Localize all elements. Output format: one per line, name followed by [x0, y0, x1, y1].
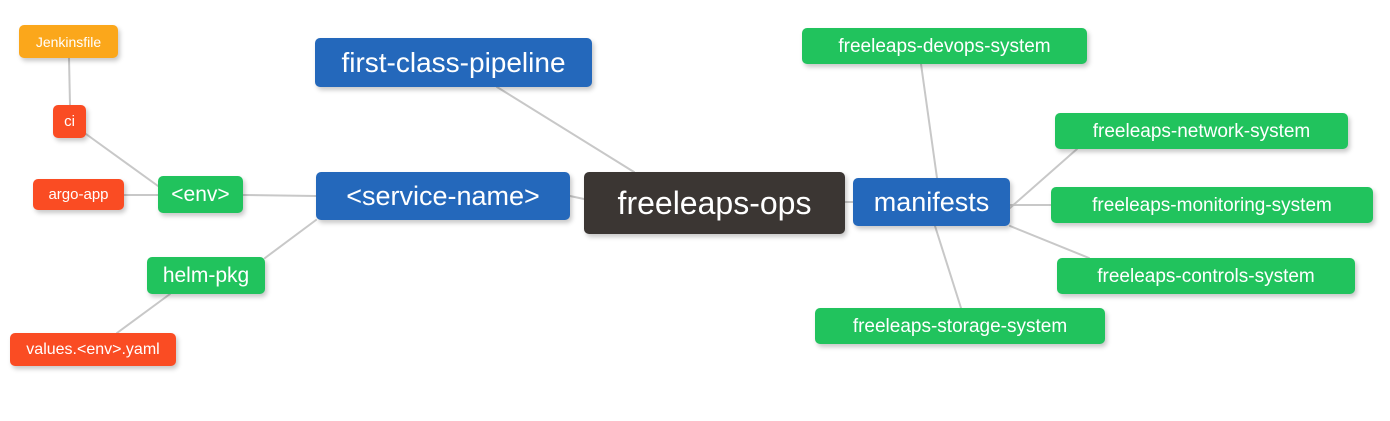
node-label-values-yaml: values.<env>.yaml [26, 340, 160, 358]
node-helm-pkg[interactable]: helm-pkg [147, 257, 265, 294]
node-label-storage-system: freeleaps-storage-system [852, 315, 1068, 337]
node-argo-app[interactable]: argo-app [33, 179, 124, 210]
node-freeleaps-ops[interactable]: freeleaps-ops [584, 172, 845, 234]
edge-ci-to-env [85, 133, 159, 187]
node-label-first-class-pipeline: first-class-pipeline [341, 46, 566, 78]
node-devops-system[interactable]: freeleaps-devops-system [802, 28, 1087, 64]
node-manifests[interactable]: manifests [853, 178, 1010, 226]
edge-manifests-to-devops-system [920, 63, 938, 179]
node-first-class-pipeline[interactable]: first-class-pipeline [315, 38, 592, 87]
node-label-env: <env> [171, 183, 230, 206]
node-service-name[interactable]: <service-name> [316, 172, 570, 220]
edge-helm-pkg-to-values-yaml [116, 293, 171, 334]
node-ci[interactable]: ci [53, 105, 86, 138]
node-label-freeleaps-ops: freeleaps-ops [617, 185, 812, 221]
edge-manifests-to-network-system [1009, 148, 1078, 209]
node-storage-system[interactable]: freeleaps-storage-system [815, 308, 1105, 344]
node-monitoring-system[interactable]: freeleaps-monitoring-system [1051, 187, 1373, 223]
node-label-argo-app: argo-app [48, 186, 109, 203]
edge-jenkinsfile-to-ci [68, 57, 71, 106]
node-network-system[interactable]: freeleaps-network-system [1055, 113, 1348, 149]
node-controls-system[interactable]: freeleaps-controls-system [1057, 258, 1355, 294]
node-values-yaml[interactable]: values.<env>.yaml [10, 333, 176, 366]
edge-manifests-to-controls-system [1009, 225, 1090, 259]
node-label-controls-system: freeleaps-controls-system [1097, 265, 1315, 287]
node-label-ci: ci [64, 113, 75, 130]
edge-service-name-to-helm-pkg [264, 219, 317, 259]
edge-service-name-to-freeleaps-ops [569, 195, 585, 200]
edge-env-to-service-name [242, 194, 317, 197]
node-label-jenkinsfile: Jenkinsfile [35, 33, 102, 50]
node-label-service-name: <service-name> [346, 180, 540, 211]
node-label-monitoring-system: freeleaps-monitoring-system [1092, 194, 1332, 216]
node-label-manifests: manifests [873, 186, 990, 217]
node-jenkinsfile[interactable]: Jenkinsfile [19, 25, 118, 58]
node-env[interactable]: <env> [158, 176, 243, 213]
node-label-network-system: freeleaps-network-system [1092, 120, 1311, 142]
edge-first-class-pipeline-to-freeleaps-ops [496, 86, 635, 173]
node-label-helm-pkg: helm-pkg [162, 264, 250, 287]
node-label-devops-system: freeleaps-devops-system [838, 35, 1051, 57]
edge-manifests-to-storage-system [934, 225, 962, 309]
